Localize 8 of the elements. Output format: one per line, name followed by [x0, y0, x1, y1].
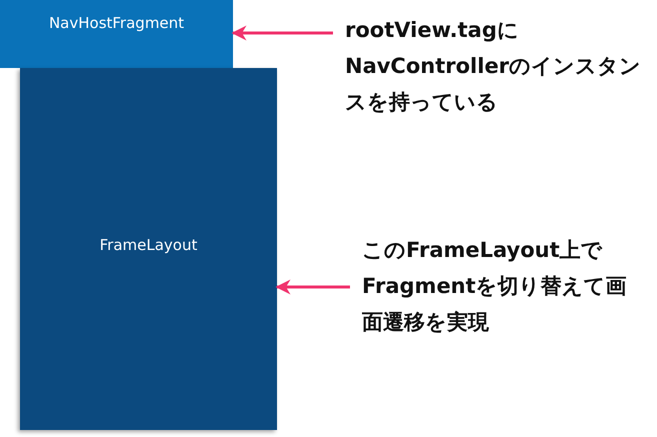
box-title: FrameLayout: [98, 236, 198, 254]
arrow: [232, 26, 333, 40]
box-title: NavHostFragment: [48, 14, 186, 32]
arrow: [276, 280, 350, 294]
layout-box: [20, 68, 277, 430]
annotation-text: このFrameLayout上でFragmentを切り替えて画面遷移を実現: [362, 232, 637, 340]
annotation-text: rootView.tagにNavControllerのインスタンスを持っている: [345, 12, 645, 120]
layout-box: [0, 0, 233, 68]
